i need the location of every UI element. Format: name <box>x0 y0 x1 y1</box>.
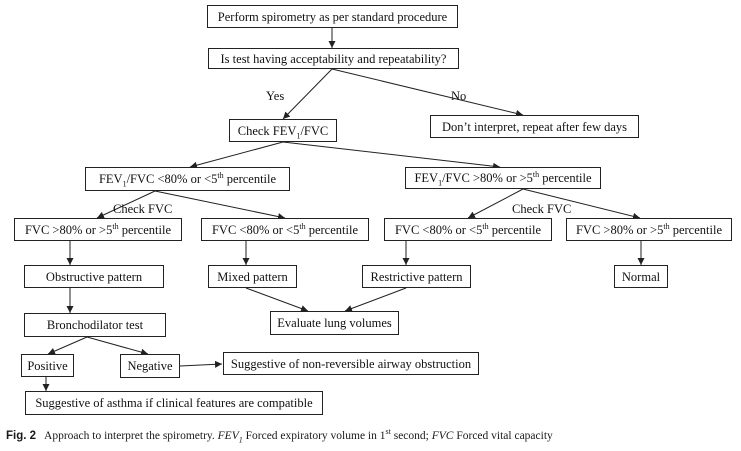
node-normal: Normal <box>614 265 668 288</box>
edge-acceptability-to-dont-interpret <box>331 68 524 117</box>
node-right-fvc-high: FVC >80% or >5th percentile <box>566 218 732 241</box>
edge-bronchodilator-to-negative <box>86 336 149 356</box>
node-mixed-pattern: Mixed pattern <box>208 265 297 288</box>
edge-ratio-low-to-left-fvc-high <box>96 190 156 219</box>
edge-restrictive-to-evaluate <box>344 287 407 312</box>
edge-bronchodilator-to-positive <box>47 336 88 355</box>
node-ratio-low: FEV1/FVC <80% or <5th percentile <box>85 167 290 191</box>
edge-mixed-to-evaluate <box>245 287 309 312</box>
node-check-fev1-fvc: Check FEV1/FVC <box>229 119 337 142</box>
edge-ratio-high-to-right-fvc-low <box>467 188 524 219</box>
node-left-fvc-high: FVC >80% or >5th percentile <box>14 218 182 241</box>
edge-ratio-high-to-right-fvc-high <box>522 188 641 220</box>
node-restrictive-pattern: Restrictive pattern <box>362 265 471 288</box>
edge-check-fev1-to-ratio-low <box>189 141 284 169</box>
node-ratio-high: FEV1/FVC >80% or >5th percentile <box>405 167 601 189</box>
node-asthma-suggestive: Suggestive of asthma if clinical feature… <box>25 391 323 415</box>
edge-ratio-low-to-left-fvc-low <box>154 190 286 221</box>
node-obstructive-pattern: Obstructive pattern <box>24 265 164 288</box>
node-negative: Negative <box>120 354 180 378</box>
node-left-fvc-low: FVC <80% or <5th percentile <box>201 218 369 241</box>
node-right-fvc-low: FVC <80% or <5th percentile <box>384 218 552 241</box>
figure-number: Fig. 2 <box>6 430 37 442</box>
edge-label-check-fvc-right: Check FVC <box>512 202 572 216</box>
edge-label-check-fvc-left: Check FVC <box>113 202 173 216</box>
edge-check-fev1-to-ratio-high <box>282 141 501 170</box>
node-perform-spirometry: Perform spirometry as per standard proce… <box>207 5 458 28</box>
edge-negative-to-non-reversible <box>179 360 223 368</box>
node-acceptability-question: Is test having acceptability and repeata… <box>208 48 459 69</box>
edge-acceptability-to-check-fev1 <box>282 68 333 120</box>
figure-caption: Fig. 2 Approach to interpret the spirome… <box>6 427 553 445</box>
node-bronchodilator-test: Bronchodilator test <box>24 313 166 337</box>
edge-label-yes: Yes <box>266 89 285 103</box>
caption-text: Approach to interpret the spirometry. FE… <box>44 427 553 445</box>
node-positive: Positive <box>21 354 74 377</box>
edge-label-no: No <box>451 89 467 103</box>
node-non-reversible-obstruction: Suggestive of non-reversible airway obst… <box>223 352 479 375</box>
node-dont-interpret: Don’t interpret, repeat after few days <box>430 115 639 138</box>
node-evaluate-lung-volumes: Evaluate lung volumes <box>270 311 399 335</box>
